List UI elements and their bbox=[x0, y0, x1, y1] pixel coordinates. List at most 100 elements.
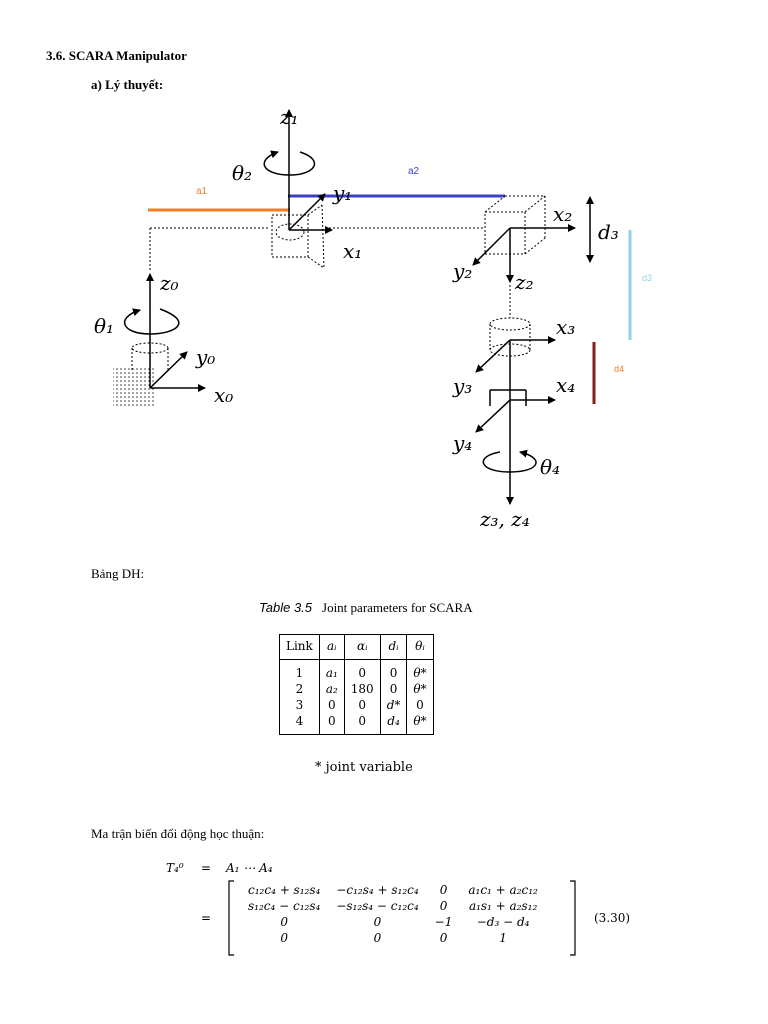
y2-axis bbox=[472, 227, 511, 266]
joint2-box bbox=[271, 204, 325, 269]
equation-product: A₁ ⋯ A₄ bbox=[226, 861, 273, 875]
matrix-row: 0 0 0 1 bbox=[240, 930, 546, 946]
table-cell: 0 bbox=[344, 713, 381, 735]
matrix-row: 0 0 −1 −d₃ − d₄ bbox=[240, 914, 546, 930]
z3-z4-label: z₃, z₄ bbox=[479, 507, 530, 531]
matrix-cell: 0 bbox=[439, 899, 448, 913]
matrix-cell: 1 bbox=[499, 931, 507, 945]
table-cell: 3 bbox=[279, 697, 320, 713]
table-cell: 4 bbox=[279, 713, 320, 735]
forward-kinematics-label: Ma trận biến đổi động học thuận: bbox=[91, 826, 265, 841]
table-row: 1 a₁ 0 0 θ* bbox=[279, 659, 434, 681]
d4-label: d4 bbox=[614, 364, 624, 374]
header-theta: θᵢ bbox=[406, 634, 434, 660]
a1-label: a1 bbox=[196, 186, 208, 197]
theta4-rotation-arrow bbox=[482, 449, 537, 473]
table-cell: 0 bbox=[380, 659, 408, 681]
table-cell: 0 bbox=[406, 697, 434, 713]
end-effector bbox=[489, 389, 527, 406]
matrix-row: c₁₂c₄ + s₁₂s₄ −c₁₂s₄ + s₁₂c₄ 0 a₁c₁ + a₂… bbox=[240, 882, 546, 898]
z0-label: z₀ bbox=[159, 271, 179, 295]
x2-label: x₂ bbox=[553, 202, 572, 226]
a2-label: a2 bbox=[408, 166, 420, 177]
table-cell: 0 bbox=[380, 681, 408, 697]
header-link: Link bbox=[279, 634, 320, 660]
matrix-cell: 0 bbox=[439, 931, 448, 945]
matrix-cell: c₁₂c₄ + s₁₂s₄ bbox=[248, 883, 321, 897]
matrix-cell: 0 bbox=[373, 931, 382, 945]
table-cell: d₄ bbox=[380, 713, 408, 735]
matrix-cell: 0 bbox=[439, 883, 448, 897]
matrix-cell: 0 bbox=[280, 915, 288, 929]
table-caption-label: Table 3.5 bbox=[259, 600, 313, 615]
table-cell: θ* bbox=[406, 713, 434, 735]
subsection-title: a) Lý thuyết: bbox=[91, 77, 164, 92]
y1-axis bbox=[288, 193, 326, 231]
table-cell: 180 bbox=[344, 681, 381, 697]
theta1-label: θ₁ bbox=[94, 314, 114, 338]
dh-table-label: Bảng DH: bbox=[91, 566, 145, 581]
table-cell: 0 bbox=[344, 697, 381, 713]
theta2-rotation-arrow bbox=[263, 150, 316, 176]
table-caption: Table 3.5 Joint parameters for SCARA bbox=[259, 600, 473, 616]
d3-color-label: d3 bbox=[642, 273, 652, 283]
table-cell: 0 bbox=[319, 697, 345, 713]
table-header-row: Link aᵢ αᵢ dᵢ θᵢ bbox=[279, 634, 434, 660]
d3-black-label: d₃ bbox=[598, 220, 619, 244]
theta2-label: θ₂ bbox=[232, 161, 252, 185]
joint1-cylinder bbox=[131, 342, 169, 372]
table-cell: 2 bbox=[279, 681, 320, 697]
y3-axis bbox=[475, 339, 511, 373]
section-title: 3.6. SCARA Manipulator bbox=[46, 48, 187, 63]
transformation-matrix: c₁₂c₄ + s₁₂s₄ −c₁₂s₄ + s₁₂c₄ 0 a₁c₁ + a₂… bbox=[240, 882, 546, 946]
joint3-box bbox=[484, 195, 546, 255]
matrix-row: s₁₂c₄ − c₁₂s₄ −s₁₂s₄ − c₁₂c₄ 0 a₁s₁ + a₂… bbox=[240, 898, 546, 914]
y4-label: y₄ bbox=[452, 431, 472, 455]
matrix-cell: 0 bbox=[280, 931, 288, 945]
table-cell: 0 bbox=[319, 713, 345, 735]
table-row: 4 0 0 d₄ θ* bbox=[279, 713, 434, 735]
matrix-cell: s₁₂c₄ − c₁₂s₄ bbox=[248, 899, 321, 913]
matrix-cell: −c₁₂s₄ + s₁₂c₄ bbox=[336, 883, 419, 897]
matrix-cell: a₁c₁ + a₂c₁₂ bbox=[468, 883, 538, 897]
matrix-cell: −s₁₂s₄ − c₁₂c₄ bbox=[336, 899, 419, 913]
table-cell: 0 bbox=[344, 659, 381, 681]
table-cell: 1 bbox=[279, 659, 320, 681]
table-cell: θ* bbox=[406, 659, 434, 681]
matrix-cell: −d₃ − d₄ bbox=[476, 915, 530, 929]
base-ground bbox=[113, 368, 155, 406]
table-row: 3 0 0 d* 0 bbox=[279, 697, 434, 713]
table-cell: a₁ bbox=[319, 659, 345, 681]
z2-label: z₂ bbox=[514, 270, 534, 294]
table-caption-text: Joint parameters for SCARA bbox=[322, 600, 473, 615]
matrix-cell: 0 bbox=[373, 915, 382, 929]
y1-label: y₁ bbox=[332, 181, 352, 205]
table-cell: a₂ bbox=[319, 681, 345, 697]
y3-label: y₃ bbox=[452, 374, 472, 398]
equation-number: (3.30) bbox=[594, 911, 631, 925]
x4-label: x₄ bbox=[556, 373, 575, 397]
theta4-label: θ₄ bbox=[540, 455, 560, 479]
scara-diagram: z₀ θ₁ y₀ x₀ a1 a2 z₁ θ₂ y₁ x₁ bbox=[94, 105, 652, 531]
header-a: aᵢ bbox=[319, 634, 345, 660]
y0-axis bbox=[149, 351, 188, 389]
table-row: 2 a₂ 180 0 θ* bbox=[279, 681, 434, 697]
dh-parameter-table: Link aᵢ αᵢ dᵢ θᵢ 1 a₁ 0 0 θ* 2 a₂ 180 0 … bbox=[279, 634, 434, 735]
matrix-cell: −1 bbox=[434, 915, 453, 929]
equation-equals-1: = bbox=[201, 861, 212, 875]
y4-axis bbox=[475, 399, 511, 433]
x0-label: x₀ bbox=[214, 383, 233, 407]
header-d: dᵢ bbox=[380, 634, 408, 660]
y0-label: y₀ bbox=[195, 345, 215, 369]
equation-equals-2: = bbox=[201, 911, 212, 925]
y2-label: y₂ bbox=[452, 259, 472, 283]
header-alpha: αᵢ bbox=[344, 634, 381, 660]
z1-label: z₁ bbox=[279, 105, 299, 129]
equation-lhs: T₄⁰ bbox=[166, 861, 184, 875]
matrix-brackets bbox=[228, 880, 576, 956]
table-cell: d* bbox=[380, 697, 408, 713]
theta1-rotation-arrow bbox=[123, 308, 180, 335]
table-footnote: * joint variable bbox=[315, 760, 413, 775]
table-cell: θ* bbox=[406, 681, 434, 697]
